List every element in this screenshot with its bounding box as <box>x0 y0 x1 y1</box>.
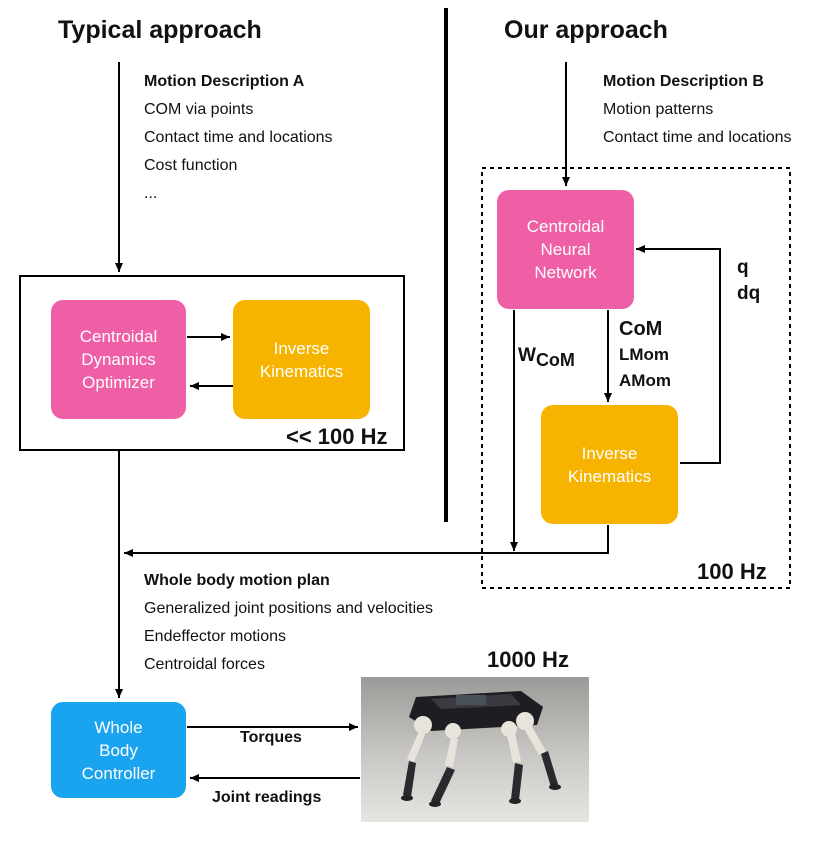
arrow-ik-feedback <box>636 245 721 464</box>
torques-label: Torques <box>240 729 302 746</box>
box-line: Optimizer <box>82 373 155 392</box>
lmom-label: LMom <box>619 345 670 364</box>
box-line: Network <box>534 263 597 282</box>
description-b-item: Motion patterns <box>603 101 714 118</box>
typical-approach-title: Typical approach <box>58 16 262 44</box>
our-approach-title: Our approach <box>504 16 668 44</box>
com-label: CoM <box>619 318 663 340</box>
box-line: Dynamics <box>81 350 156 369</box>
description-a-item: Contact time and locations <box>144 129 333 146</box>
wcom-label: WCoM <box>518 345 575 371</box>
inverse-kinematics-box-left: Inverse Kinematics <box>233 300 370 419</box>
centroidal-dynamics-optimizer-box: Centroidal Dynamics Optimizer <box>51 300 186 419</box>
arrow-our-to-plan <box>124 525 609 557</box>
plan-item: Generalized joint positions and velociti… <box>144 600 434 617</box>
box-line: Centroidal <box>79 327 158 346</box>
whole-body-controller-box: Whole Body Controller <box>51 702 186 798</box>
feedback-dq-label: dq <box>737 283 761 304</box>
description-a-item: ... <box>144 185 158 202</box>
typical-rate-label: << 100 Hz <box>286 424 388 449</box>
our-rate-label: 100 Hz <box>697 559 767 584</box>
controller-rate-label: 1000 Hz <box>487 647 569 672</box>
joint-readings-label: Joint readings <box>212 789 322 806</box>
box-line: Inverse <box>273 338 330 358</box>
box-line: Whole <box>94 717 143 737</box>
amom-label: AMom <box>619 371 671 390</box>
description-a-item: COM via points <box>144 101 254 118</box>
description-b-item: Contact time and locations <box>603 129 792 146</box>
wcom-main: W <box>518 345 536 366</box>
robot-illustration <box>361 677 589 822</box>
output-labels: CoM LMom AMom <box>619 316 671 394</box>
motion-description-b: Motion Description B Motion patterns Con… <box>603 68 792 152</box>
box-line: Kinematics <box>567 466 652 486</box>
feedback-q-label: q <box>737 257 749 278</box>
whole-body-motion-plan: Whole body motion plan Generalized joint… <box>144 567 433 679</box>
box-line: Controller <box>81 763 156 783</box>
plan-item: Centroidal forces <box>144 656 265 673</box>
centroidal-neural-network-box: Centroidal Neural Network <box>497 190 634 309</box>
typical-outer-box <box>19 275 405 451</box>
plan-title: Whole body motion plan <box>144 572 330 589</box>
inverse-kinematics-box-right: Inverse Kinematics <box>541 405 678 524</box>
motion-description-a-title: Motion Description A <box>144 73 305 90</box>
box-line: Kinematics <box>259 361 344 381</box>
box-line: Neural <box>540 240 591 259</box>
wcom-sub: CoM <box>535 349 575 370</box>
motion-description-b-title: Motion Description B <box>603 73 764 90</box>
box-line: Inverse <box>581 443 638 463</box>
description-a-item: Cost function <box>144 157 238 174</box>
our-outer-box <box>481 167 791 589</box>
motion-description-a: Motion Description A COM via points Cont… <box>144 68 333 208</box>
box-line: Body <box>99 740 138 760</box>
plan-item: Endeffector motions <box>144 628 287 645</box>
quadruped-robot-photo <box>361 677 589 822</box>
box-line: Centroidal <box>526 217 605 236</box>
feedback-labels: q dq <box>737 255 760 307</box>
